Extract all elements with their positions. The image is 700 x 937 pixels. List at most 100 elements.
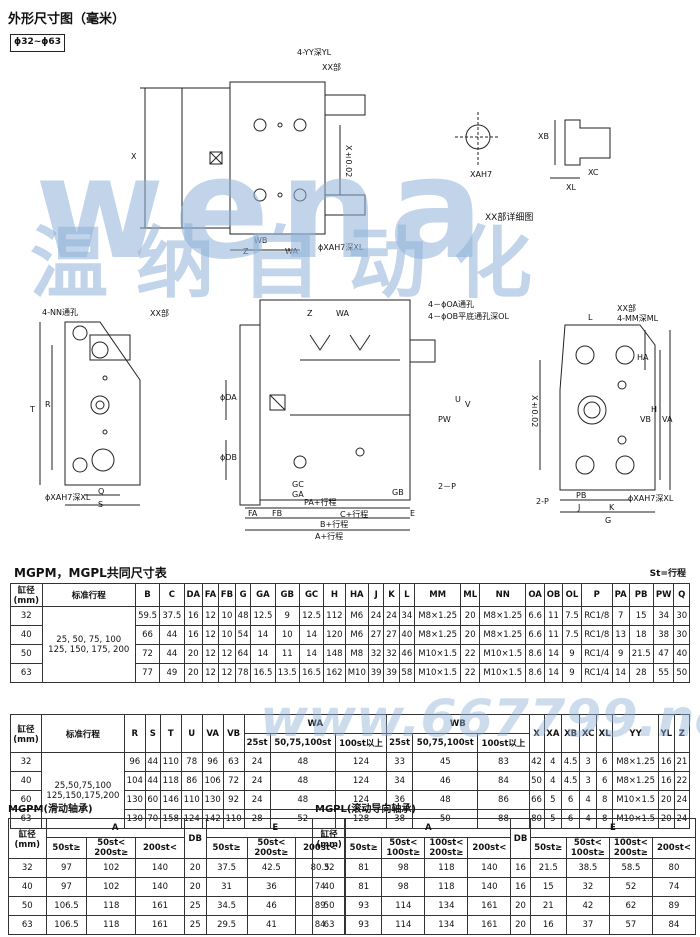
table-cell: 161 [467,896,512,916]
table-cell: 36 [246,877,297,897]
table-cell: 20 [510,896,531,916]
table-cell: 20 [460,606,481,626]
watermark-brand-cn: 温纳自动化 [30,219,561,309]
pa-stroke-label: PA+行程 [304,498,337,507]
table-cell: 41 [246,915,297,935]
table-cell: 106 [201,771,224,791]
table-cell: 12.5 [250,606,276,626]
table-cell: 33 [386,752,414,772]
column-header: PA [611,583,630,607]
table-cell: 42 [528,752,545,772]
table-cell: 66 [528,790,545,810]
table-cell: 14 [250,625,276,645]
table-cell: 80 [651,858,697,878]
table-cell: 3 [579,752,598,772]
table-cell: 161 [467,915,512,935]
column-header: PB [628,583,654,607]
column-subheader: 50st≥ [345,837,383,859]
table-cell: 6 [596,771,614,791]
table-cell: 24 [243,771,271,791]
table-cell: 12 [201,625,219,645]
table-cell: 93 [345,915,383,935]
table-cell: 38 [652,625,675,645]
column-header: L [398,583,416,607]
table-cell: 110 [159,752,182,772]
table-cell: 22 [460,663,481,683]
side-view-body [259,299,411,501]
table-cell: 120 [323,625,346,645]
table-cell: 16 [657,771,675,791]
table-cell: 39 [383,663,400,683]
table-cell: M8×1.25 [612,771,659,791]
column-subheader: 50st< 200st≥ [246,837,297,859]
table-cell: 24 [383,606,400,626]
column-header: C [159,583,185,607]
column-header: HA [344,583,370,607]
table-cell: 4.5 [561,771,581,791]
table-cell: RC1/4 [580,663,613,683]
table-cell: 66 [134,625,161,645]
x-tol-label-2: X±0.02 [530,395,539,428]
column-header: Q [673,583,690,607]
table-cell: 58.5 [608,858,653,878]
column-subheader: 50st< 100st≥ [381,837,426,859]
table-cell: 7 [611,606,630,626]
table-cell: 7.5 [562,625,582,645]
watermark-url: www.667799.net [260,689,700,749]
table-cell: 22 [673,771,691,791]
table-cell: 102 [86,877,137,897]
column-header: FA [201,583,219,607]
dim-e: E [410,509,416,518]
table-cell: 20 [510,915,531,935]
table-cell: 81 [345,858,383,878]
table-cell: M8×1.25 [479,606,527,626]
dim-db: ϕDB [220,453,237,462]
c-stroke-label: C+行程 [340,510,369,519]
table-cell: 5 [543,790,563,810]
column-header: OB [543,583,564,607]
column-header: FB [217,583,236,607]
table-cell: 12 [201,606,219,626]
table-cell: 140 [135,877,185,897]
table-cell: 161 [135,915,185,935]
table-cell: 7.5 [562,606,582,626]
column-header: GA [250,583,276,607]
stroke-note: St=行程 [649,569,686,579]
column-header: XB [561,714,581,753]
table-cell: 11 [543,606,564,626]
table-cell: 9 [611,644,630,664]
table-cell: 118 [424,877,469,897]
column-subheader: 50st≥ [45,837,88,859]
table-cell: 96 [123,752,146,772]
table-cell: 134 [424,896,469,916]
table-cell: 63 [8,915,47,935]
dim-va: VA [662,415,673,424]
table-cell: 118 [86,915,137,935]
table-cell: 40 [10,625,43,645]
table-cell: 50 [528,771,545,791]
ob-hole-label: 4－ϕOB平底通孔深OL [428,312,509,321]
table-cell: 3 [579,771,598,791]
column-header: A [45,818,185,838]
table-cell: 77 [134,663,161,683]
stroke-cell: 25,50,75,100 125,150,175,200 [41,752,125,829]
table-cell: 50 [10,644,43,664]
column-header: VB [222,714,245,753]
column-header: B [134,583,161,607]
table-cell: M6 [344,606,370,626]
table-cell: 4 [579,790,598,810]
table-cell: 32 [383,644,400,664]
b-stroke-label: B+行程 [320,520,349,529]
table-cell: 42.5 [246,858,297,878]
table-cell: 20 [183,877,207,897]
table-cell: 112 [323,606,346,626]
table-cell: 21.5 [628,644,654,664]
